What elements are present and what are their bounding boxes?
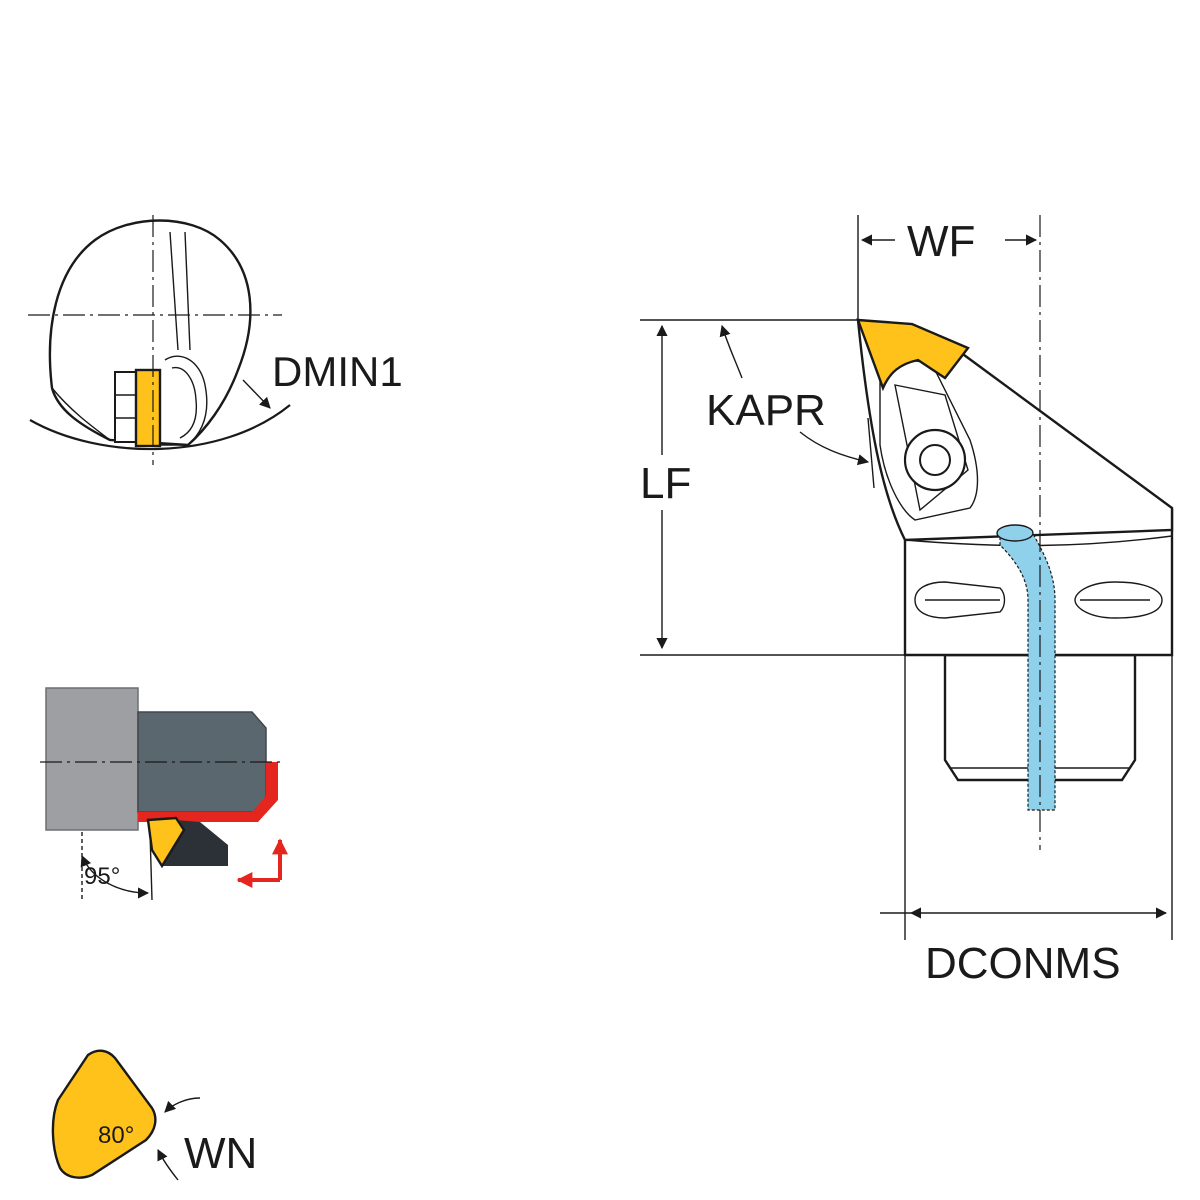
- wf-label: WF: [907, 217, 975, 266]
- cut-profile-red: [138, 762, 278, 822]
- coolant-channel: [999, 531, 1056, 811]
- dconms-label: DCONMS: [925, 939, 1121, 988]
- dmin1-label: DMIN1: [272, 348, 403, 395]
- holder-grey-block: [45, 687, 139, 831]
- main-insert: [856, 318, 970, 392]
- lf-label: LF: [640, 459, 691, 508]
- insert-shape: [51, 1049, 201, 1181]
- screw-icon: [903, 428, 967, 492]
- kapr-label: KAPR: [706, 386, 826, 435]
- angle-95-label: 95°: [84, 863, 120, 890]
- angle-80-label: 80°: [98, 1122, 134, 1149]
- wn-label: WN: [184, 1129, 257, 1178]
- main-view: [640, 215, 1174, 940]
- application-insert: [146, 816, 186, 869]
- wn-insert: [51, 1049, 157, 1179]
- front-view: [28, 215, 291, 465]
- dmin1-arc: [29, 404, 291, 451]
- application-view: [40, 687, 288, 901]
- front-view-insert: [134, 368, 162, 448]
